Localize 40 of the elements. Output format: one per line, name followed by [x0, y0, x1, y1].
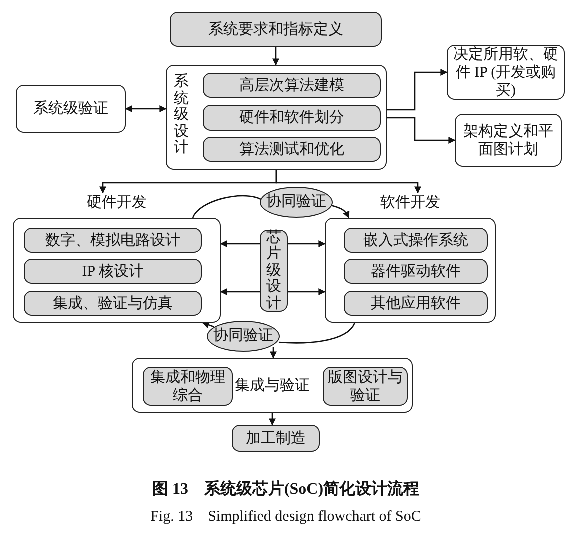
group-heading: 集成与验证 — [235, 376, 310, 396]
arrow — [269, 413, 276, 426]
process-box: 芯片级设计 — [260, 230, 288, 312]
process-box: 算法测试和优化 — [203, 137, 381, 162]
process-box: 版图设计与验证 — [323, 367, 408, 406]
process-box: 嵌入式操作系统 — [344, 228, 488, 253]
process-box: 数字、模拟电路设计 — [24, 228, 202, 253]
arrow — [220, 240, 260, 248]
process-box: 集成和物理综合 — [143, 367, 233, 406]
process-box: 加工制造 — [232, 425, 320, 452]
arrow — [330, 204, 350, 219]
process-box: 决定所用软、硬件 IP (开发或购买) — [447, 45, 565, 100]
arrow — [272, 47, 280, 66]
figure-caption-english: Fig. 13 Simplified design flowchart of SoC — [150, 508, 422, 527]
group-heading: 软件开发 — [380, 194, 440, 213]
process-box: 其他应用软件 — [344, 291, 488, 316]
process-box: 系统要求和指标定义 — [170, 12, 382, 47]
arrow — [125, 106, 167, 112]
process-box: IP 核设计 — [24, 259, 202, 284]
figure-caption: 图 13 系统级芯片(SoC)简化设计流程 — [151, 479, 421, 500]
arrow — [387, 117, 456, 144]
group-heading: 硬件开发 — [87, 194, 147, 213]
arrow — [288, 240, 326, 248]
verification-ellipse: 协同验证 — [207, 321, 280, 352]
group-box — [132, 358, 413, 413]
process-box: 系统级验证 — [16, 85, 126, 133]
arrow — [288, 288, 326, 296]
process-box: 器件驱动软件 — [344, 259, 488, 284]
group-box — [166, 65, 387, 170]
process-box: 架构定义和平面图计划 — [455, 114, 562, 167]
process-box: 集成、验证与仿真 — [24, 291, 202, 316]
arrow — [270, 347, 277, 359]
arrow — [202, 322, 214, 328]
arrow — [220, 288, 260, 296]
verification-ellipse: 协同验证 — [260, 187, 333, 218]
process-box: 高层次算法建模 — [203, 73, 381, 98]
group-heading: 系统级设计 — [174, 74, 189, 156]
arrow — [387, 69, 448, 111]
process-box: 硬件和软件划分 — [203, 105, 381, 131]
arrow — [276, 170, 422, 194]
